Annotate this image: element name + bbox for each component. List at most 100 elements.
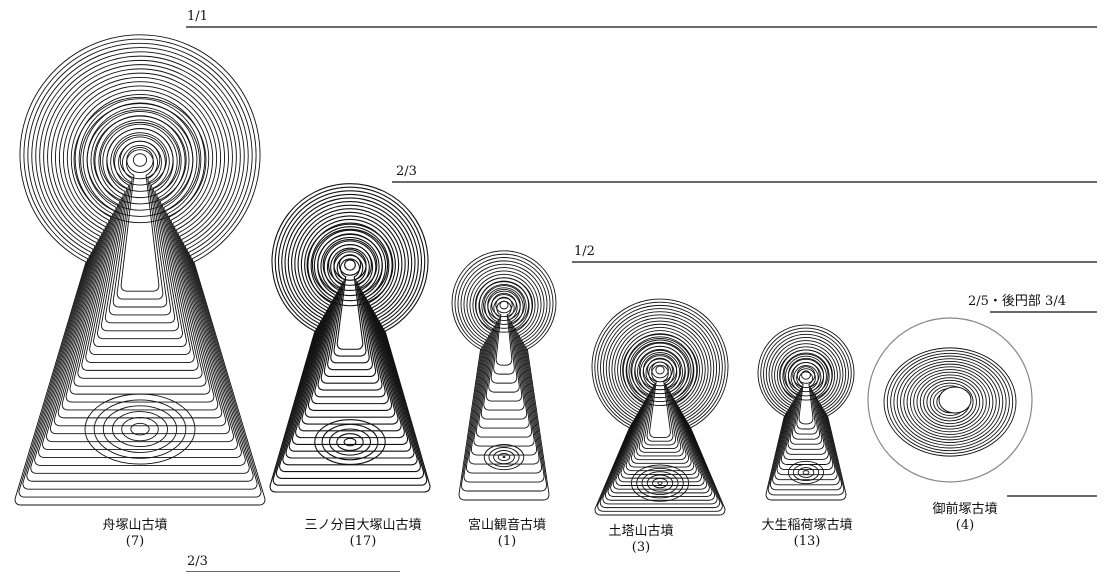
contour-line [317,236,383,391]
tomb-number: (1) [497,534,517,549]
front-mound-contour [657,481,663,485]
contour-ring [909,369,991,435]
contour-line [466,267,542,456]
summit-contour [311,228,389,302]
contour-line [617,326,703,483]
contour-line [73,98,207,387]
contour-plan-funatsukayama [14,34,266,506]
contour-line [30,51,250,474]
summit-contour [487,289,521,321]
contour-line [288,204,412,452]
contour-line [291,208,409,445]
contour-line [269,183,431,493]
contour-line [493,297,515,375]
contour-line [457,257,551,483]
contour-line [638,352,682,453]
contour-line [295,211,405,439]
contour-line [89,115,191,355]
scale-label-1-2: 1/2 [574,244,595,259]
tomb-name: 大生稲荷塚古墳 [761,518,853,533]
contour-line [42,64,238,451]
contour-line [304,222,396,418]
summit-contour [327,244,372,286]
summit-contour [801,370,811,380]
summit-contour [783,353,829,397]
tomb-name: 三ノ分目大塚山古墳 [304,518,422,533]
summit-contour [344,259,356,271]
contour-line [787,358,825,445]
contour-line [298,215,402,432]
front-mound-contour [488,447,520,468]
contour-line [22,42,258,490]
summit-contour [322,238,378,292]
contour-line [14,34,266,506]
caption-obu-inarizuka: 大生稲荷塚古墳 (13) [742,518,872,550]
summit-contour [642,353,678,387]
contour-line [602,311,718,501]
contour-ring [896,358,1004,446]
front-mound-contour [641,471,679,496]
scale-label-2-5-rear-3-4: 2/5・後円部 3/4 [968,294,1066,309]
contour-line [622,333,698,475]
contour-line [65,89,215,403]
tomb-number: (13) [793,534,821,549]
outline-circle [867,317,1033,483]
contour-line [600,308,720,505]
summit-contour [306,223,394,307]
contour-line [463,263,545,465]
front-mound-contour [102,405,178,453]
contour-line [45,68,235,443]
tomb-name: 宮山観音古墳 [467,518,546,533]
summit-contour [630,341,690,399]
contour-line [26,47,254,482]
contour-line [311,229,389,405]
contour-line [77,102,203,379]
contour-line [760,327,852,496]
contour-line [275,190,425,479]
contour-ring [916,374,984,430]
tomb-name: 土塔山古墳 [608,524,674,539]
contour-line [620,330,700,479]
caption-sannobunme-otsukayama: 三ノ分目大塚山古墳 (17) [288,518,438,550]
contour-line [279,193,421,473]
contour-line [487,290,521,393]
tomb-name: 舟塚山古墳 [102,518,168,533]
contour-ring [926,382,974,422]
contour-line [495,300,513,366]
contour-ring [919,377,981,427]
summit-contour [638,349,682,391]
contour-line [630,342,690,464]
contour-ring [890,352,1010,452]
scale-label-1-1: 1/1 [187,9,208,24]
front-mound-contour [93,399,187,459]
scale-label-2-3-upper: 2/3 [396,164,417,179]
contour-line [768,337,844,481]
summit-area [938,386,972,414]
contour-line [85,111,195,363]
contour-line [472,273,536,438]
summit-contour [647,357,673,383]
summit-contour [479,281,529,329]
summit-contour [495,296,513,314]
summit-contour [474,277,534,333]
caption-funatsukayama: 舟塚山古墳 (7) [80,518,190,550]
contour-line [120,149,160,292]
front-mound-contour [787,460,825,485]
scale-lines [186,26,1097,572]
contour-line [765,333,847,486]
contour-line [608,317,712,494]
front-mound-contour [314,419,386,466]
front-mound-contour [652,477,668,489]
front-mound-contour [646,474,674,492]
contour-line [93,119,187,348]
contour-line [763,330,849,491]
caption-gozenzuka: 御前塚古墳 (4) [910,502,1020,534]
front-mound-contour [630,464,690,502]
contour-plan-dotoyama [591,298,729,516]
front-mound-contour [483,444,525,471]
contour-line [774,343,838,471]
front-mound-contour [636,467,684,499]
summit-contour [491,292,517,318]
contour-line [49,72,231,435]
contour-line [307,226,393,411]
